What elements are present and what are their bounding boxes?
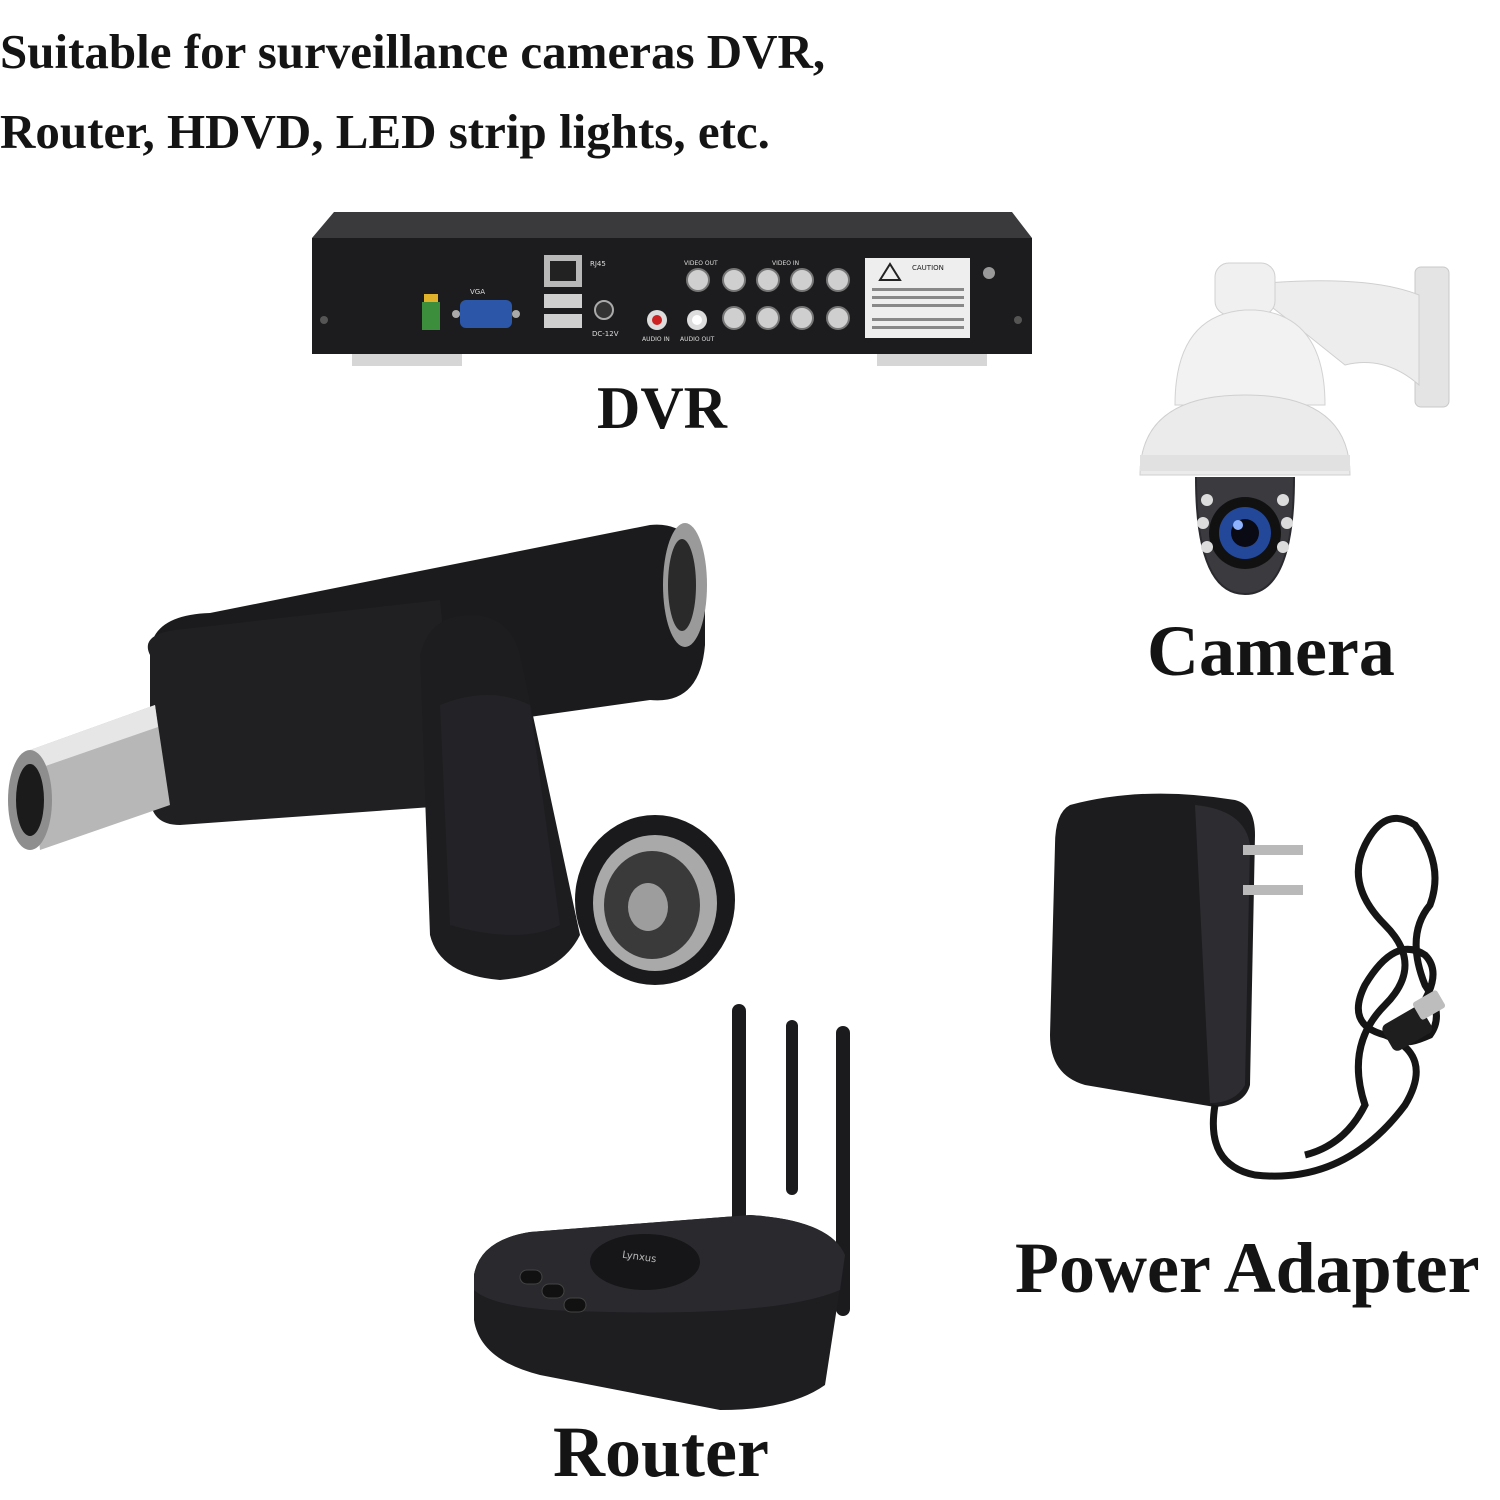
dvr-video-in-label: VIDEO IN bbox=[772, 260, 800, 267]
power-adapter-label: Power Adapter bbox=[1015, 1228, 1480, 1308]
dvr-rj45-label: RJ45 bbox=[590, 260, 606, 268]
dvr-audio-out-label: AUDIO OUT bbox=[680, 336, 715, 343]
dvr-video-out-label: VIDEO OUT bbox=[684, 260, 718, 267]
dvr-dc-label: DC-12V bbox=[592, 330, 619, 338]
dvr-vga-label: VGA bbox=[470, 288, 486, 296]
dc-t-splitter-icon bbox=[0, 505, 735, 990]
dvr-icon: VGA RJ45 DC-12V AUDIO IN AUDIO OUT VIDEO… bbox=[312, 210, 1032, 370]
dome-camera-icon bbox=[1135, 255, 1455, 600]
router-icon: Lynxus bbox=[470, 1000, 860, 1420]
dvr-audio-in-label: AUDIO IN bbox=[642, 336, 670, 343]
camera-label: Camera bbox=[1147, 611, 1395, 691]
headline: Suitable for surveillance cameras DVR, R… bbox=[0, 12, 1000, 172]
headline-line-1: Suitable for surveillance cameras DVR, bbox=[0, 24, 826, 79]
dvr-caution-label: CAUTION bbox=[912, 264, 944, 272]
dvr-label: DVR bbox=[597, 375, 727, 441]
power-adapter-icon bbox=[1045, 785, 1445, 1205]
headline-line-2: Router, HDVD, LED strip lights, etc. bbox=[0, 104, 770, 159]
router-label: Router bbox=[553, 1412, 769, 1492]
